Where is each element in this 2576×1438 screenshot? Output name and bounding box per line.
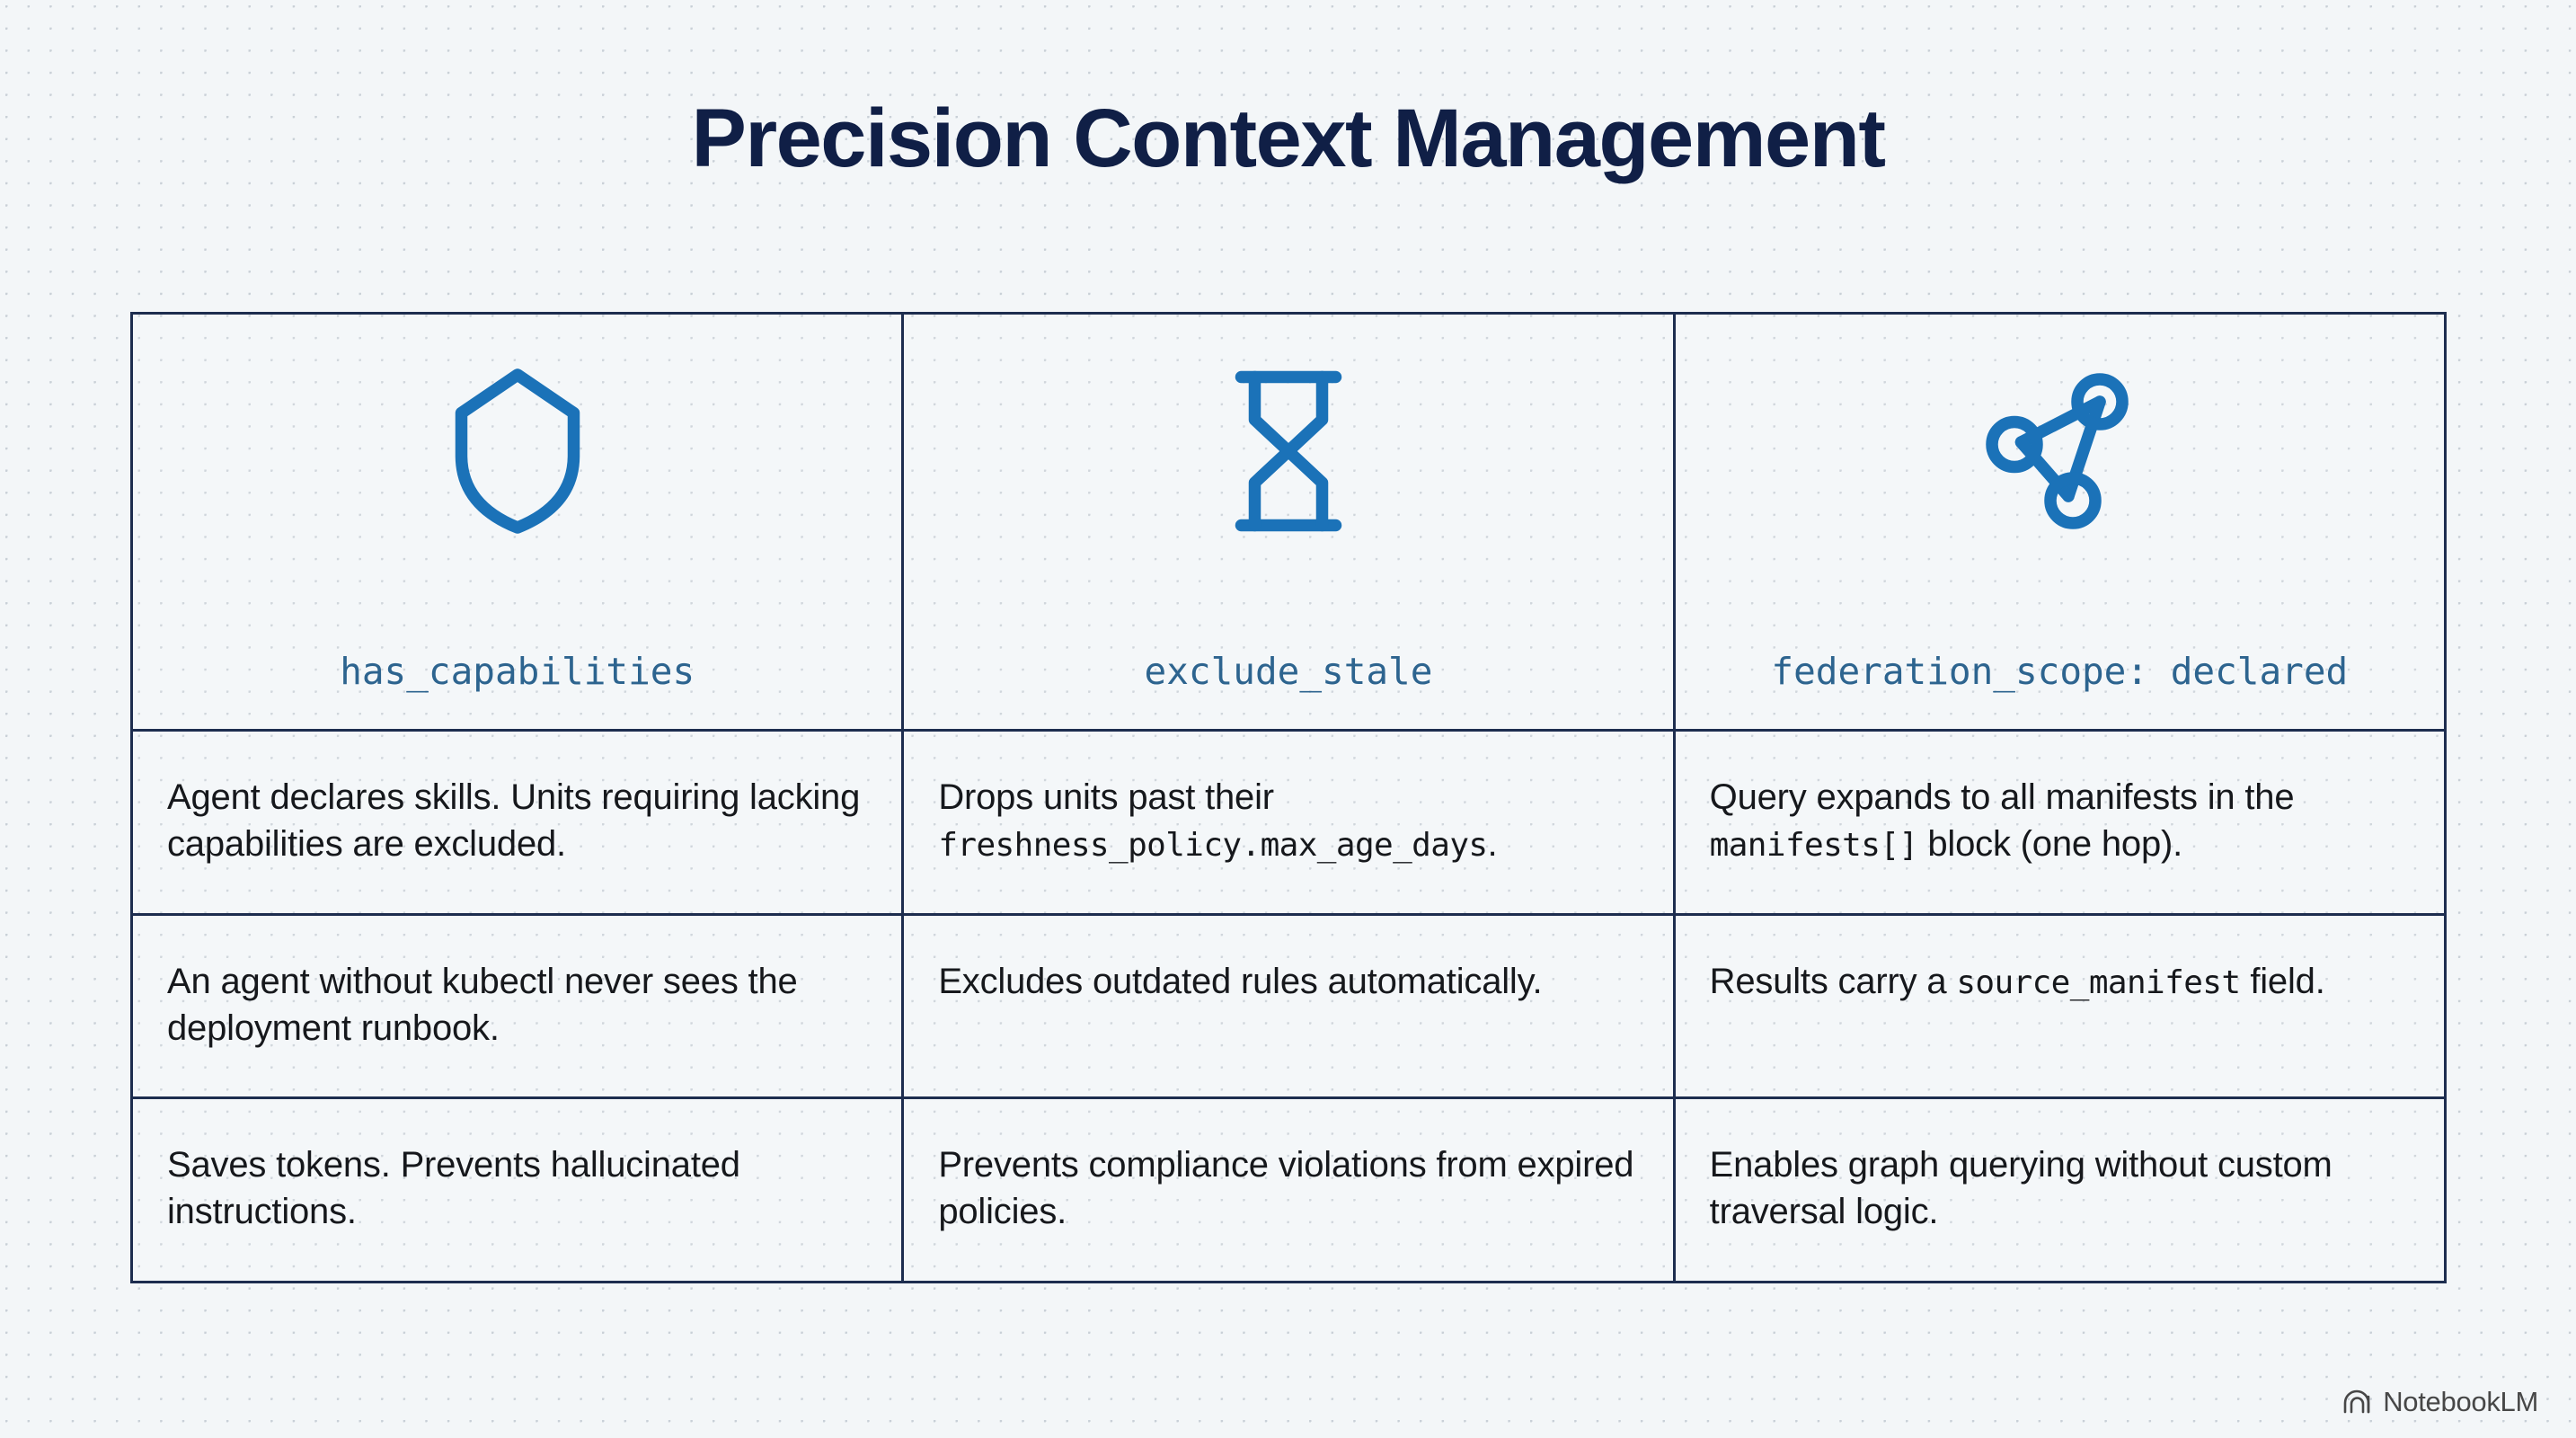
cell-text: Query expands to all manifests in the ma… — [1709, 777, 2295, 864]
table-header-cell-has-capabilities: has_capabilities — [133, 315, 905, 729]
table-cell: Saves tokens. Prevents hallucinated inst… — [133, 1099, 905, 1282]
feature-matrix-table: has_capabilities exclude_stale — [130, 312, 2447, 1283]
cell-text: Agent declares skills. Units requiring l… — [167, 777, 861, 864]
table-header-row: has_capabilities exclude_stale — [133, 315, 2444, 732]
table-header-label: has_capabilities — [340, 650, 695, 693]
table-header-label: exclude_stale — [1144, 650, 1433, 693]
cell-text: Drops units past their freshness_policy.… — [938, 777, 1498, 864]
table-cell: Agent declares skills. Units requiring l… — [133, 732, 905, 913]
table-cell: Query expands to all manifests in the ma… — [1676, 732, 2444, 913]
table-cell: Results carry a source_manifest field. — [1676, 916, 2444, 1097]
table-header-label: federation_scope: declared — [1771, 650, 2349, 693]
table-cell: Drops units past their freshness_policy.… — [904, 732, 1676, 913]
cell-text: Enables graph querying without custom tr… — [1709, 1145, 2333, 1232]
table-header-cell-federation-scope: federation_scope: declared — [1676, 315, 2444, 729]
notebooklm-label: NotebookLM — [2383, 1386, 2538, 1417]
table-cell: An agent without kubectl never sees the … — [133, 915, 905, 1097]
cell-text: Prevents compliance violations from expi… — [938, 1145, 1634, 1232]
shield-icon — [450, 361, 585, 541]
notebooklm-watermark: NotebookLM — [2342, 1386, 2538, 1418]
cell-text: Results carry a source_manifest field. — [1709, 961, 2325, 1001]
page-title: Precision Context Management — [691, 93, 1886, 184]
inline-code: source_manifest — [1956, 963, 2241, 1001]
inline-code: freshness_policy.max_age_days — [938, 827, 1488, 864]
table-header-cell-exclude-stale: exclude_stale — [904, 315, 1676, 729]
notebooklm-logo-icon — [2342, 1389, 2373, 1415]
inline-code: manifests[] — [1709, 827, 1918, 864]
table-cell: Enables graph querying without custom tr… — [1676, 1099, 2444, 1281]
table-row: Saves tokens. Prevents hallucinated inst… — [133, 1099, 2444, 1282]
table-cell: Excludes outdated rules automatically. — [904, 915, 1676, 1097]
cell-text: Saves tokens. Prevents hallucinated inst… — [167, 1145, 740, 1232]
table-row: Agent declares skills. Units requiring l… — [133, 732, 2444, 916]
table-row: An agent without kubectl never sees the … — [133, 915, 2444, 1100]
cell-text: Excludes outdated rules automatically. — [938, 961, 1543, 1001]
table-cell: Prevents compliance violations from expi… — [904, 1099, 1676, 1282]
cell-text: An agent without kubectl never sees the … — [167, 961, 798, 1048]
network-graph-icon — [1974, 361, 2145, 541]
hourglass-icon — [1221, 361, 1356, 541]
